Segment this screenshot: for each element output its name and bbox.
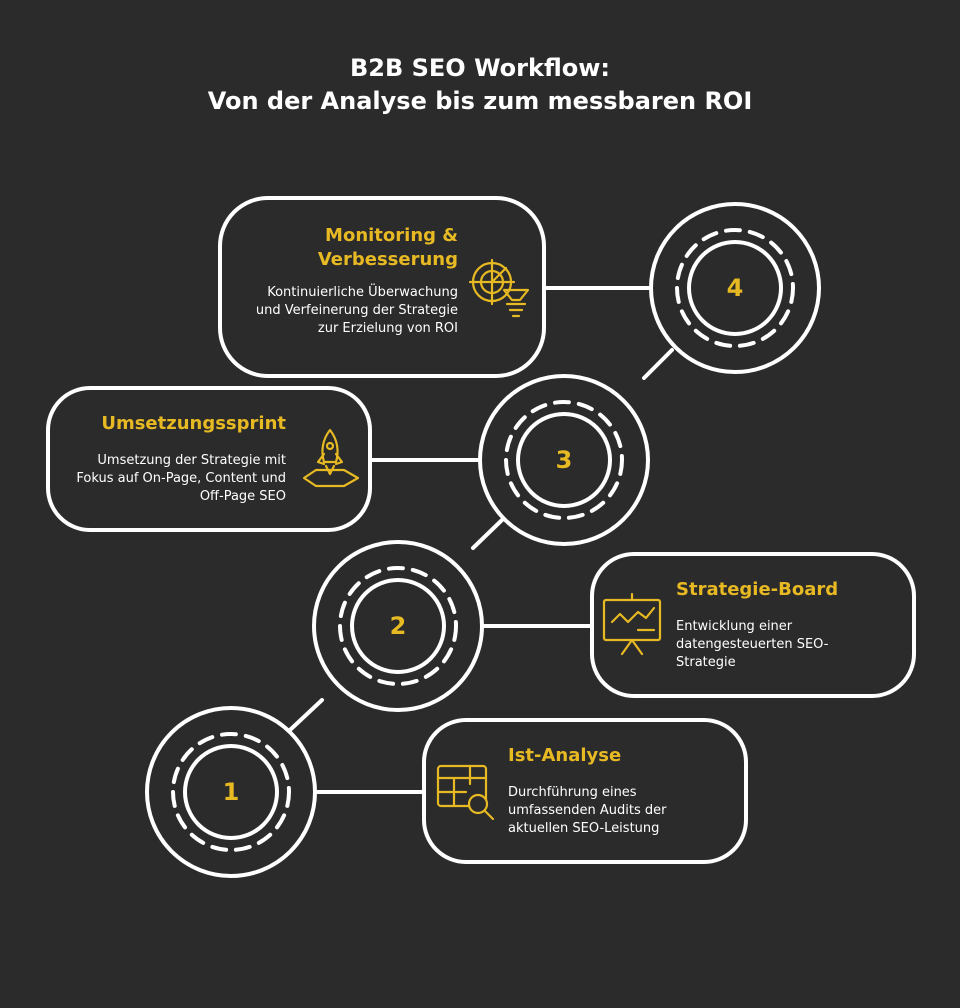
step-circle-2: [312, 540, 484, 712]
step-3-description: Umsetzung der Strategie mit Fokus auf On…: [76, 453, 286, 504]
step-2-title: Strategie-Board: [676, 579, 839, 600]
step-4-description: Kontinuierliche Überwachung und Verfeine…: [255, 285, 458, 336]
step-number-3: 3: [555, 446, 573, 474]
card-step-2: [590, 552, 916, 698]
step-4-title: Monitoring & Verbesserung: [317, 225, 458, 270]
card-step-3: [46, 386, 372, 532]
step-3-title: Umsetzungssprint: [101, 413, 286, 434]
connector-1-2: [288, 698, 324, 732]
connector-2-3: [471, 518, 504, 550]
diagram-title: B2B SEO Workflow: Von der Analyse bis zu…: [0, 52, 960, 118]
step-circle-3: [478, 374, 650, 546]
card-step-1: [422, 718, 748, 864]
title-line-1: B2B SEO Workflow:: [349, 54, 611, 82]
step-circle-1: [145, 706, 317, 878]
step-2-description: Entwicklung einer datengesteuerten SEO-S…: [676, 619, 829, 670]
step-circle-4: [649, 202, 821, 374]
title-line-2: Von der Analyse bis zum messbaren ROI: [207, 87, 753, 115]
table-search-icon: [436, 764, 495, 821]
step-number-1: 1: [222, 778, 240, 806]
radar-funnel-icon: [468, 258, 530, 318]
presentation-board-icon: [602, 592, 662, 656]
step-number-4: 4: [726, 274, 744, 302]
card-step-4: [218, 196, 546, 378]
connector-3-4: [642, 348, 674, 380]
step-number-2: 2: [389, 612, 407, 640]
step-1-title: Ist-Analyse: [508, 745, 622, 766]
rocket-icon: [302, 428, 360, 488]
step-1-description: Durchführung eines umfassenden Audits de…: [508, 785, 667, 836]
